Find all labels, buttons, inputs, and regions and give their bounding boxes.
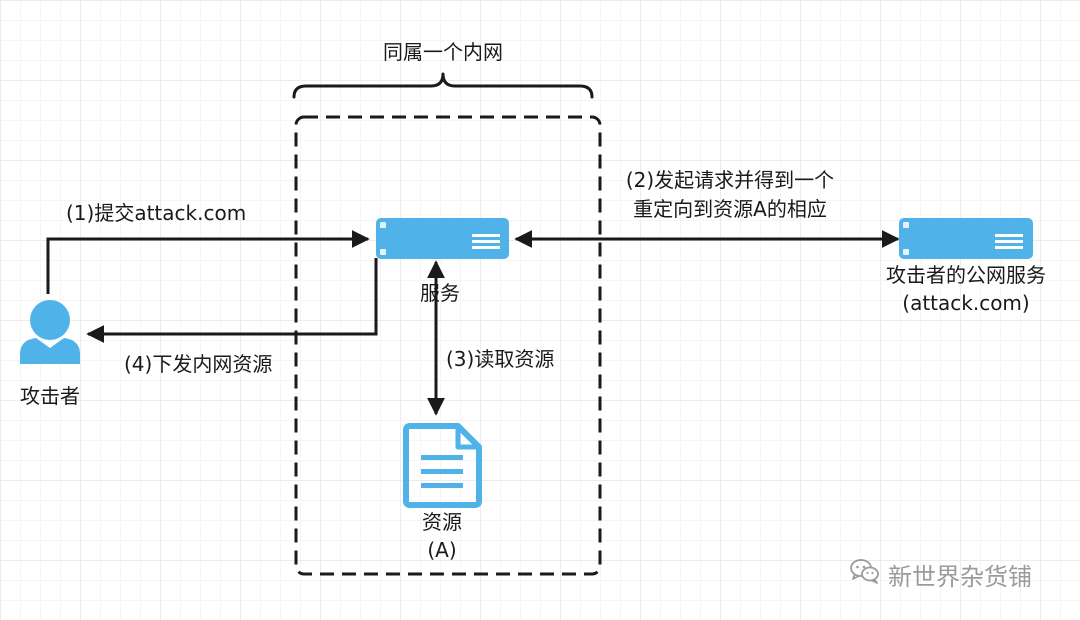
- intranet-boundary: [294, 115, 602, 576]
- step1-label: (1)提交attack.com: [66, 201, 247, 225]
- step4-label: (4)下发内网资源: [124, 352, 273, 376]
- intranet-label: 同属一个内网: [383, 40, 503, 64]
- step2-label-line1: (2)发起请求并得到一个: [625, 168, 835, 192]
- watermark: 新世界杂货铺: [850, 557, 1032, 591]
- wechat-icon: [850, 558, 880, 590]
- public-service-label-line2: (attack.com): [902, 291, 1030, 315]
- intranet-brace: [292, 72, 594, 99]
- attacker-label: 攻击者: [20, 384, 80, 408]
- attacker-user-icon: [20, 300, 80, 364]
- step2-label-line2: 重定向到资源A的相应: [633, 197, 827, 221]
- public-service-label-line1: 攻击者的公网服务: [886, 263, 1046, 287]
- step3-label: (3)读取资源: [446, 347, 555, 371]
- arrow-step1: [46, 230, 370, 294]
- resource-label-line1: 资源: [422, 510, 462, 534]
- service-server-icon: [376, 218, 509, 259]
- resource-label-line2: (A): [427, 538, 457, 562]
- public-server-icon: [899, 218, 1033, 259]
- resource-document-icon: [403, 423, 482, 508]
- watermark-text: 新世界杂货铺: [888, 562, 1032, 591]
- service-label: 服务: [420, 281, 460, 305]
- arrow-step4: [86, 258, 378, 343]
